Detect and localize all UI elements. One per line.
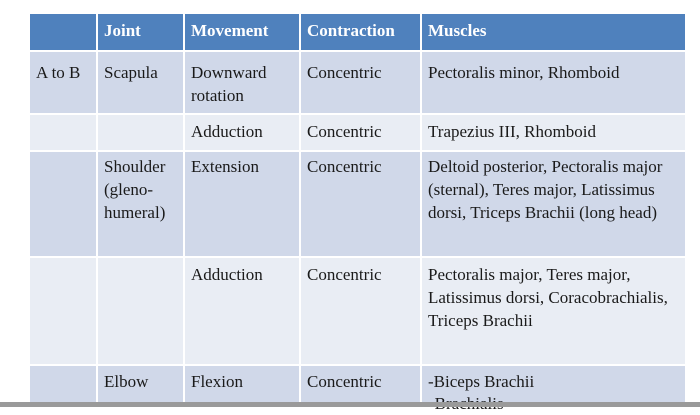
table-row: Adduction Concentric Pectoralis major, T… [30,258,687,366]
cell-phase [30,152,98,258]
cell-joint [98,115,185,152]
table-row: Adduction Concentric Trapezius III, Rhom… [30,115,687,152]
cell-contraction: Concentric [301,366,422,402]
bottom-divider [0,402,700,407]
cell-joint: Elbow [98,366,185,402]
cell-contraction: Concentric [301,152,422,258]
cell-joint: Scapula [98,52,185,115]
header-movement: Movement [185,14,301,52]
header-contraction: Contraction [301,14,422,52]
cell-phase [30,258,98,366]
cell-movement: Flexion [185,366,301,402]
cell-movement: Downward rotation [185,52,301,115]
cell-movement: Adduction [185,115,301,152]
cell-contraction: Concentric [301,258,422,366]
cell-movement: Adduction [185,258,301,366]
cell-phase: A to B [30,52,98,115]
cell-joint: Shoulder (gleno-humeral) [98,152,185,258]
table-row: A to B Scapula Downward rotation Concent… [30,52,687,115]
table-row: Elbow Flexion Concentric -Biceps Brachii [30,366,687,402]
cell-muscles: Pectoralis major, Teres major, Latissimu… [422,258,687,366]
cell-muscles: Deltoid posterior, Pectoralis major (ste… [422,152,687,258]
table-row: Shoulder (gleno-humeral) Extension Conce… [30,152,687,258]
cell-muscles: Trapezius III, Rhomboid [422,115,687,152]
cell-contraction: Concentric [301,115,422,152]
header-phase [30,14,98,52]
cell-phase [30,115,98,152]
table-header-row: Joint Movement Contraction Muscles [30,14,687,52]
header-joint: Joint [98,14,185,52]
cell-phase [30,366,98,402]
muscle-action-table-container: Joint Movement Contraction Muscles A to … [30,14,687,402]
cell-muscles: -Biceps Brachii [422,366,687,402]
header-muscles: Muscles [422,14,687,52]
cell-movement: Extension [185,152,301,258]
muscle-action-table: Joint Movement Contraction Muscles A to … [30,14,687,402]
cell-muscles: Pectoralis minor, Rhomboid [422,52,687,115]
cell-contraction: Concentric [301,52,422,115]
cell-joint [98,258,185,366]
